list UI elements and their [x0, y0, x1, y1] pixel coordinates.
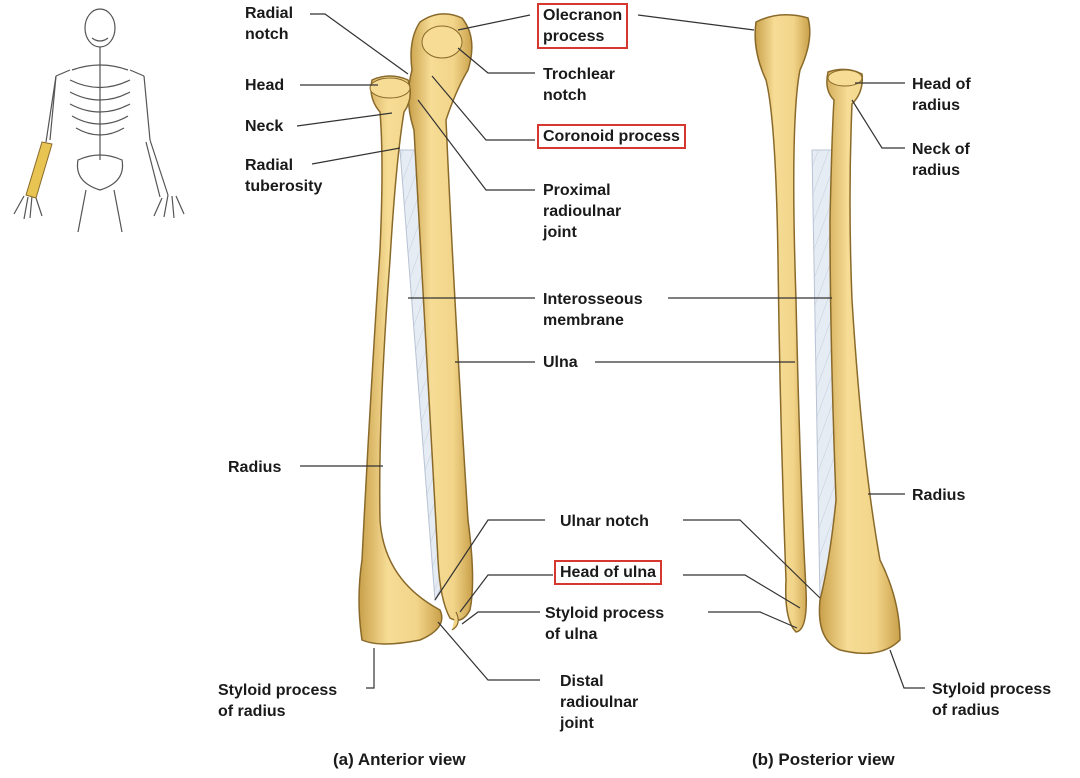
- label-radius-anterior: Radius: [228, 459, 282, 476]
- ulna-anterior: [407, 13, 474, 621]
- label-interosseous-membrane: Interosseous membrane: [543, 291, 643, 329]
- label-distal-radioulnar-joint: Distal radioulnar joint: [560, 673, 639, 732]
- label-trochlear-notch: Trochlear notch: [543, 66, 616, 104]
- skeleton-forearm-highlight: [25, 141, 53, 199]
- label-head-of-ulna: Head of ulna: [554, 560, 663, 585]
- anterior-view-illustration: [358, 13, 474, 645]
- label-head-of-radius: Head of radius: [912, 76, 971, 114]
- skeleton-thumbnail: [13, 8, 185, 233]
- label-neck: Neck: [245, 118, 284, 135]
- caption-anterior-view: (a) Anterior view: [333, 750, 466, 769]
- radius-anterior: [358, 75, 443, 645]
- radius-posterior: [818, 68, 901, 655]
- ulna-posterior: [754, 14, 811, 633]
- label-radial-notch: Radial notch: [245, 5, 294, 43]
- leader-lines: [296, 13, 925, 689]
- label-coronoid-process: Coronoid process: [537, 124, 686, 149]
- posterior-view-illustration: [754, 14, 901, 655]
- label-styloid-process-of-ulna: Styloid process of ulna: [545, 605, 665, 643]
- label-head: Head: [245, 77, 285, 94]
- label-olecranon-process: Olecranon process: [537, 3, 629, 49]
- skeleton-upper-arm: [45, 75, 57, 143]
- label-ulna: Ulna: [543, 354, 578, 371]
- label-neck-of-radius: Neck of radius: [912, 141, 970, 179]
- label-proximal-radioulnar-joint: Proximal radioulnar joint: [543, 182, 622, 241]
- label-ulnar-notch: Ulnar notch: [560, 513, 649, 530]
- label-radial-tuberosity: Radial tuberosity: [245, 157, 323, 195]
- label-styloid-process-of-radius-posterior: Styloid process of radius: [932, 681, 1052, 719]
- caption-posterior-view: (b) Posterior view: [752, 750, 895, 769]
- label-styloid-process-of-radius-anterior: Styloid process of radius: [218, 682, 338, 720]
- label-radius-posterior: Radius: [912, 487, 966, 504]
